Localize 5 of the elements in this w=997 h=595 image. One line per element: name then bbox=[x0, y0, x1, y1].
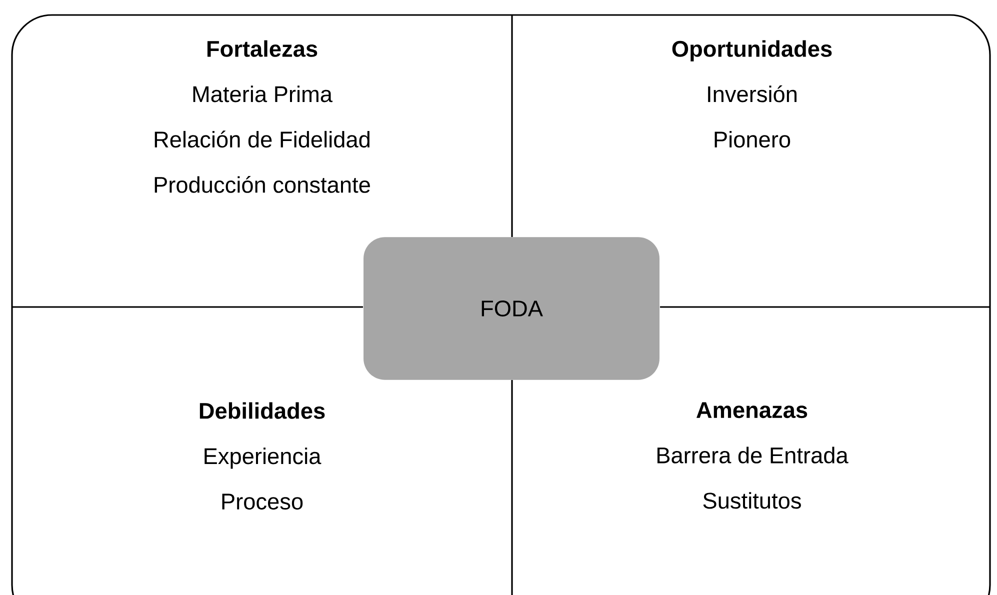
quadrant-text: Fortalezas Materia Prima Relación de Fidelidad Producción constante bbox=[154, 40, 370, 193]
quadrant-text: Amenazas Barrera de Entrada Sustitutos bbox=[657, 402, 848, 509]
quadrant-text: Debilidades Experiencia Proceso bbox=[200, 402, 325, 510]
center-box: FODA bbox=[364, 237, 660, 380]
quadrant-text: Oportunidades Inversión Pionero bbox=[672, 40, 832, 148]
